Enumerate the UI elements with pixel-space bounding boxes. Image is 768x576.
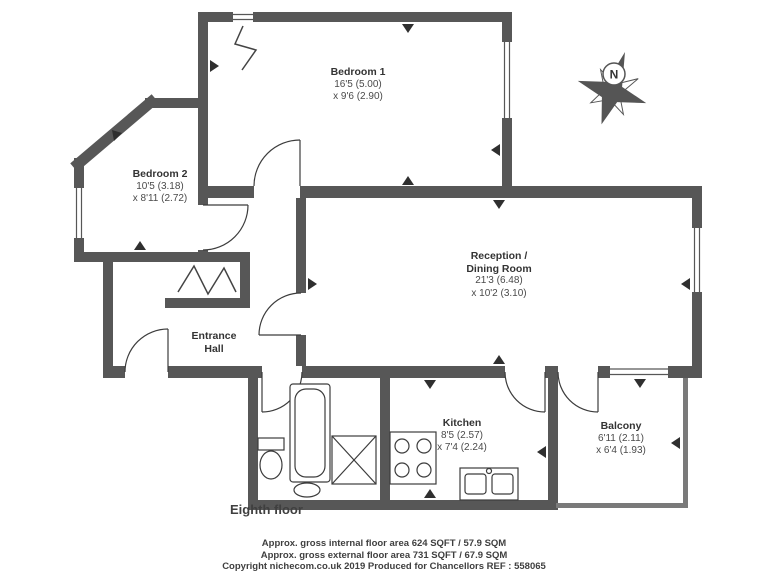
- zigzag-symbols: [177, 25, 258, 296]
- floor-name-label: Eighth floor: [230, 502, 303, 517]
- balcony-walls: [556, 378, 688, 508]
- sink-icon: [459, 467, 519, 501]
- windows: [75, 13, 701, 376]
- bedroom1-door: [253, 139, 301, 187]
- toilet-icon: [257, 437, 285, 480]
- footer-copyright: Copyright nichecom.co.uk 2019 Produced f…: [222, 561, 546, 572]
- balcony-window: [610, 368, 668, 376]
- reception-window: [693, 228, 701, 292]
- kitchen-door: [504, 371, 546, 413]
- flue-gap: [233, 13, 253, 21]
- washbasin-icon: [293, 482, 321, 498]
- bedroom2-window: [75, 188, 83, 238]
- bedroom2-door: [202, 204, 249, 251]
- compass-circle: [602, 62, 626, 86]
- footer-external-area: Approx. gross external floor area 731 SQ…: [260, 549, 508, 561]
- shower-icon: [331, 435, 377, 485]
- footer: Approx. gross internal floor area 624 SQ…: [0, 538, 768, 573]
- bedroom1-window: [503, 42, 511, 118]
- stove-icon: [389, 431, 437, 485]
- compass-icon: N: [577, 52, 647, 125]
- compass-star: [577, 52, 647, 125]
- heater-zigzag-icon: [177, 264, 237, 296]
- kitchen-fixtures: [389, 431, 519, 501]
- balcony-door: [557, 371, 599, 413]
- front-door: [124, 328, 169, 373]
- flue-zigzag-icon: [233, 25, 258, 71]
- doors: [124, 139, 599, 413]
- reception-door: [258, 292, 302, 336]
- bathroom-fixtures: [257, 383, 377, 498]
- walls: [74, 12, 702, 510]
- compass-north-label: N: [610, 67, 619, 81]
- footer-internal-area: Approx. gross internal floor area 624 SQ…: [261, 538, 507, 549]
- bathtub-icon: [289, 383, 331, 483]
- dimension-markers: [112, 24, 690, 498]
